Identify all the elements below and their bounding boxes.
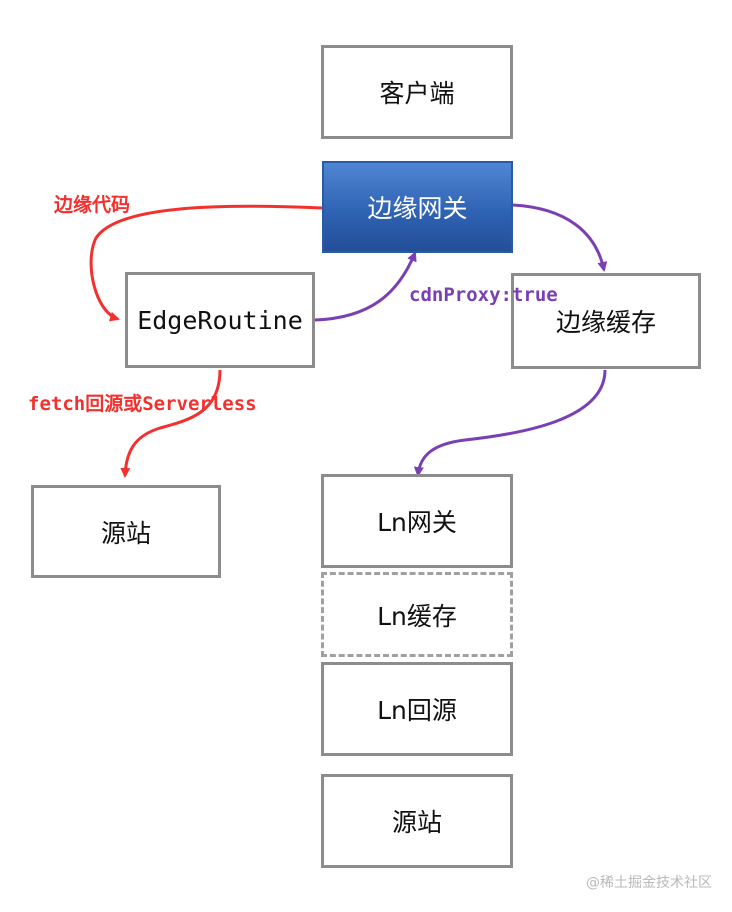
edge-routine-node: EdgeRoutine — [125, 272, 315, 368]
cdn-proxy-label: cdnProxy:true — [409, 284, 558, 306]
fetch-serverless-label: fetch回源或Serverless — [28, 393, 257, 415]
origin-right-node: 源站 — [321, 774, 513, 868]
edge-cache-label: 边缘缓存 — [555, 308, 656, 337]
edge-gateway-to-edgeroutine — [89, 204, 323, 322]
edge-cache-node: 边缘缓存 — [511, 273, 701, 369]
gateway-to-edge-cache-edge — [512, 203, 608, 272]
edge-gateway-node: 边缘网关 — [322, 161, 513, 253]
ln-gateway-node: Ln网关 — [321, 474, 513, 568]
edgeroutine-to-origin-edge — [120, 369, 222, 478]
client-label: 客户端 — [379, 79, 455, 108]
ln-gateway-label: Ln网关 — [377, 508, 457, 537]
ln-back-to-origin-label: Ln回源 — [377, 696, 457, 725]
ln-back-to-origin-node: Ln回源 — [321, 662, 513, 756]
origin-left-label: 源站 — [100, 518, 151, 548]
edge-routine-label: EdgeRoutine — [137, 305, 303, 335]
watermark: @稀土掘金技术社区 — [586, 875, 712, 891]
edge-code-label: 边缘代码 — [54, 194, 131, 216]
edgeroutine-to-gateway-edge — [314, 251, 417, 322]
ln-cache-label: Ln缓存 — [377, 601, 457, 631]
ln-cache-node: Ln缓存 — [321, 572, 513, 657]
edge-cache-to-ln-gateway-edge — [413, 369, 607, 477]
edge-gateway-label: 边缘网关 — [367, 194, 468, 223]
client-node: 客户端 — [321, 45, 513, 139]
origin-right-label: 源站 — [391, 808, 442, 837]
origin-left-node: 源站 — [31, 485, 221, 578]
